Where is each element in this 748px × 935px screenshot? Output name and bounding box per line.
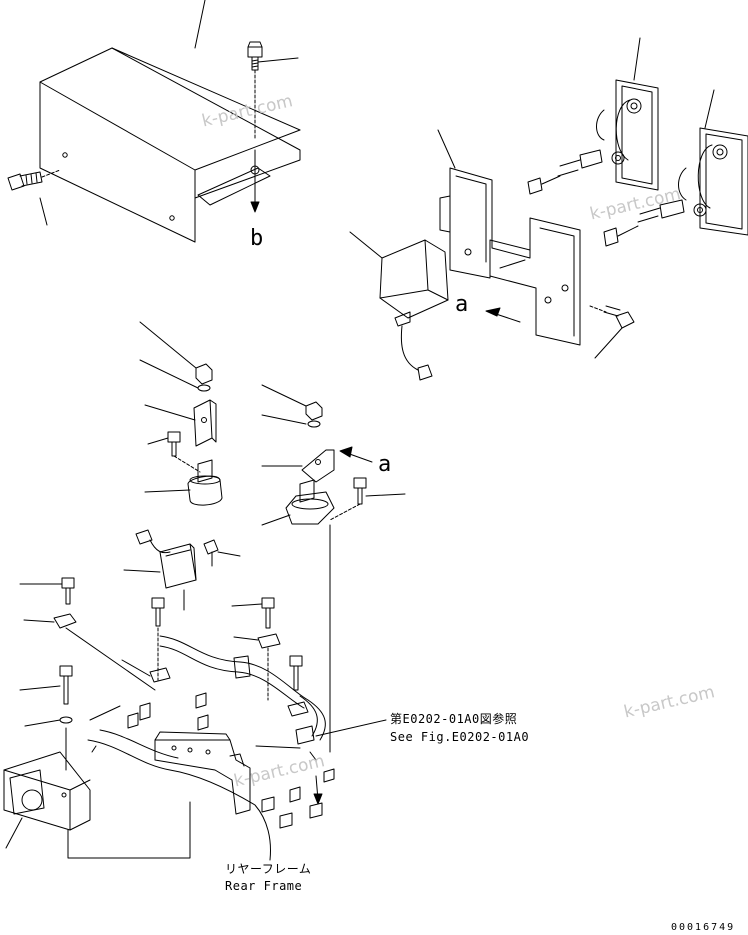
spacers <box>127 692 335 829</box>
reference-en: See Fig.E0202-01A0 <box>390 730 530 744</box>
callout-b: b <box>250 226 264 251</box>
relay-assembly <box>123 529 241 611</box>
wiring-harness <box>159 635 326 805</box>
callout-a-mid: a <box>378 452 392 477</box>
lamp-bracket <box>437 129 581 346</box>
switch-box <box>3 751 191 859</box>
document-number: 00016749 <box>671 922 736 933</box>
frame-label-en: Rear Frame <box>225 879 303 893</box>
callout-a-top: a <box>455 292 469 317</box>
cover-box <box>39 0 301 243</box>
rear-lamp-far-right <box>603 89 748 247</box>
reference-jp: 第E0202-01A0図参照 <box>390 712 518 726</box>
rear-frame-outline <box>87 705 271 861</box>
arrow-a-top <box>485 307 521 323</box>
base-plate <box>154 731 301 815</box>
frame-label-jp: リヤーフレーム <box>225 862 312 876</box>
bolts-lower-left <box>19 577 156 771</box>
bolt-left <box>7 169 61 191</box>
rear-lamp-right <box>527 37 659 195</box>
work-lamp <box>349 231 449 381</box>
reference-leader <box>315 719 387 737</box>
mount-right-stack <box>261 384 406 753</box>
clamp-bolts-center <box>121 597 309 717</box>
mount-left-stack <box>139 321 223 506</box>
bolt-top <box>247 41 299 213</box>
bolt-bracket <box>589 305 635 359</box>
